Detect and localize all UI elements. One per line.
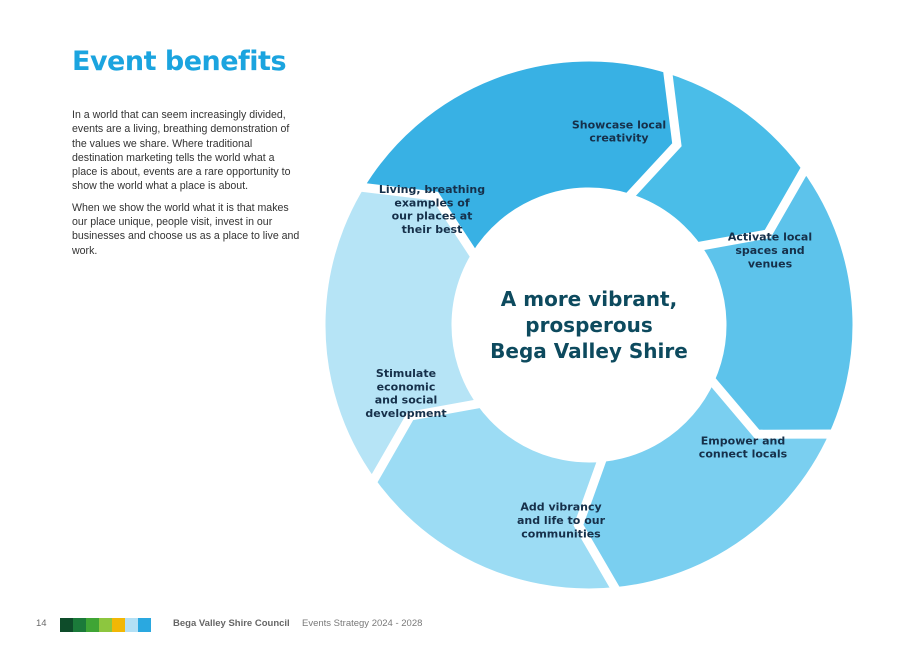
footer-council-name: Bega Valley Shire Council — [173, 618, 290, 629]
cycle-segment-6 — [351, 52, 682, 265]
color-swatch-7 — [138, 618, 151, 632]
color-swatch-1 — [60, 618, 73, 632]
intro-paragraph-2: When we show the world what it is that m… — [72, 201, 300, 257]
brand-color-strip — [60, 618, 151, 632]
page-number: 14 — [36, 618, 47, 629]
footer-document-title: Events Strategy 2024 - 2028 — [302, 618, 423, 629]
page-title: Event benefits — [72, 46, 287, 77]
color-swatch-5 — [112, 618, 125, 632]
color-swatch-6 — [125, 618, 138, 632]
intro-paragraph-1: In a world that can seem increasingly di… — [72, 109, 291, 193]
color-swatch-4 — [99, 618, 112, 632]
intro-text: In a world that can seem increasingly di… — [72, 108, 302, 265]
color-swatch-2 — [73, 618, 86, 632]
color-swatch-3 — [86, 618, 99, 632]
